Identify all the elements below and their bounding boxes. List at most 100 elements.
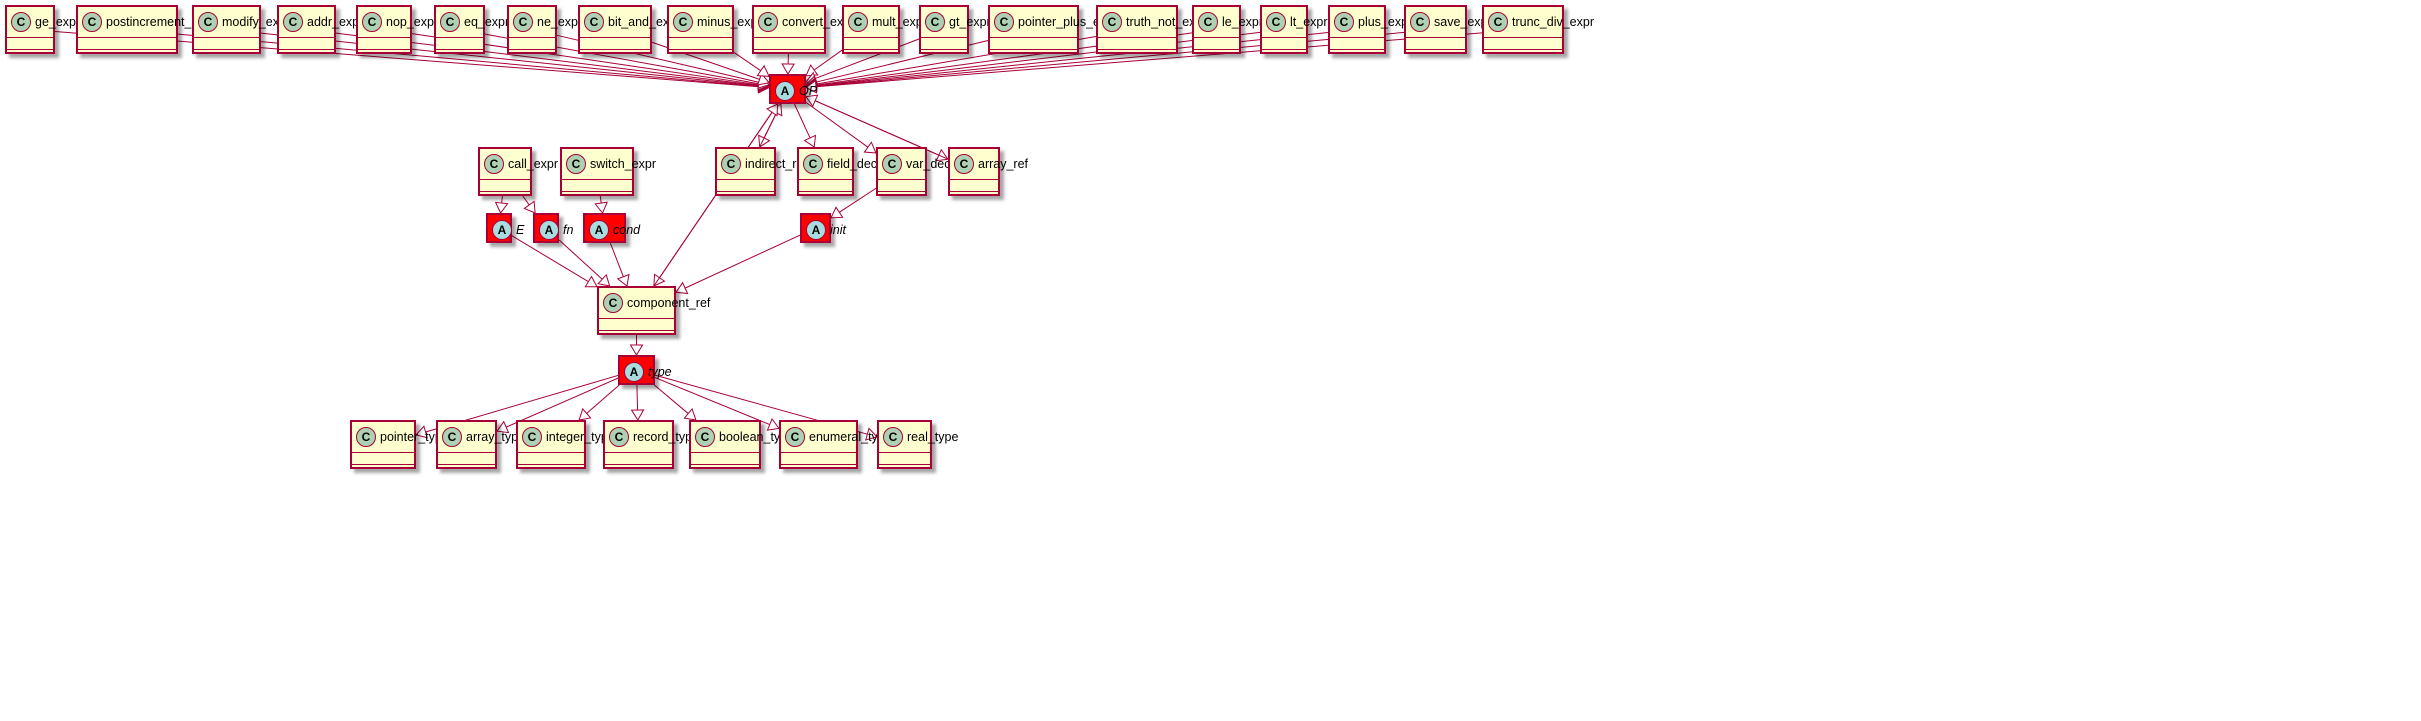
edge-component-ref-to-type [629, 335, 644, 356]
edge-E-to-component-ref [511, 235, 598, 288]
edge-component-ref-to-OP [653, 103, 779, 287]
class-name: convert_expr [782, 15, 855, 29]
edge-line [260, 32, 760, 87]
inheritance-arrowhead-icon [594, 201, 608, 214]
class-name: boolean_type [719, 430, 795, 444]
inheritance-arrowhead-icon [616, 273, 630, 287]
method-compartment-divider [691, 464, 759, 465]
attribute-compartment-divider [279, 37, 334, 38]
edge-line [759, 112, 777, 148]
inheritance-arrowhead-icon [675, 281, 689, 295]
abstract-badge-icon: A [539, 220, 559, 240]
class-badge-icon: C [513, 12, 533, 32]
attribute-compartment-divider [562, 179, 632, 180]
attribute-compartment-divider [878, 179, 925, 180]
class-name: E [516, 223, 525, 237]
class-name: gt_expr [949, 15, 991, 29]
attribute-compartment-divider [436, 37, 483, 38]
class-name: minus_expr [697, 15, 762, 29]
attribute-compartment-divider [1262, 37, 1306, 38]
class-name: call_expr [508, 157, 559, 171]
method-compartment-divider [605, 464, 672, 465]
class-name: enumeral_type [809, 430, 892, 444]
method-compartment-divider [358, 49, 410, 50]
class-name: var_decl [906, 157, 954, 171]
method-compartment-divider [1406, 49, 1465, 50]
class-name: pointer_plus_expr [1018, 15, 1118, 29]
method-compartment-divider [599, 330, 674, 331]
class-name: fn [563, 223, 574, 237]
class-name: indirect_ref [745, 157, 807, 171]
class-name: cond [613, 223, 641, 237]
abstract-badge-icon: A [624, 362, 644, 382]
abstract-badge-icon: A [775, 81, 795, 101]
class-name: le_expr [1222, 15, 1263, 29]
class-name: lt_expr [1290, 15, 1328, 29]
class-name: mult_expr [872, 15, 927, 29]
method-compartment-divider [950, 191, 998, 192]
inheritance-arrowhead-icon [597, 273, 611, 287]
inheritance-arrowhead-icon [584, 275, 598, 288]
class-badge-icon: C [803, 154, 823, 174]
class-name: addr_expr [307, 15, 364, 29]
class-badge-icon: C [1198, 12, 1218, 32]
attribute-compartment-divider [990, 37, 1077, 38]
attribute-compartment-divider [1330, 37, 1384, 38]
inheritance-arrowhead-icon [683, 407, 697, 421]
edge-line [558, 239, 603, 280]
edge-line [609, 242, 624, 277]
class-name: OP [799, 84, 818, 98]
inheritance-arrowhead-icon [781, 63, 796, 75]
method-compartment-divider [878, 191, 925, 192]
class-header: A OP [771, 76, 817, 106]
attribute-compartment-divider [358, 37, 410, 38]
inheritance-arrowhead-icon [629, 344, 644, 356]
class-name: type [648, 365, 672, 379]
edge-line [505, 377, 619, 428]
inheritance-arrowhead-icon [630, 409, 645, 421]
class-name: ne_expr [537, 15, 583, 29]
method-compartment-divider [781, 464, 856, 465]
edge-line [805, 101, 869, 148]
class-badge-icon: C [695, 427, 715, 447]
class-badge-icon: C [954, 154, 974, 174]
attribute-compartment-divider [605, 452, 672, 453]
class-name: truth_not_expr [1126, 15, 1207, 29]
method-compartment-divider [754, 49, 824, 50]
attribute-compartment-divider [921, 37, 967, 38]
method-compartment-divider [352, 464, 414, 465]
class-name: real_type [907, 430, 959, 444]
class-name: bit_and_expr [608, 15, 681, 29]
attribute-compartment-divider [78, 37, 176, 38]
attribute-compartment-divider [844, 37, 898, 38]
class-name: record_type [633, 430, 700, 444]
edge-line [815, 38, 920, 79]
